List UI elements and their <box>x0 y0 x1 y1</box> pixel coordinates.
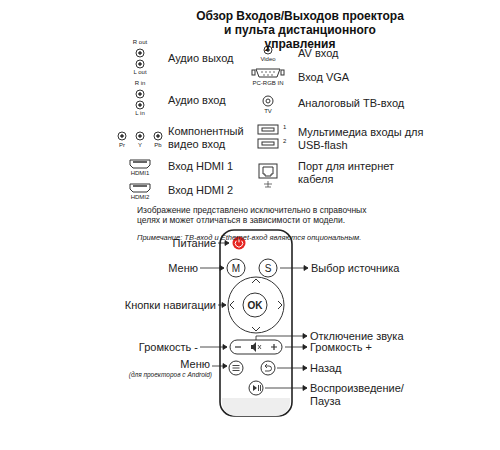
pin-label: L out <box>125 69 155 76</box>
port-label: Вход HDMI 1 <box>168 160 278 173</box>
callout-label: Питание <box>136 237 216 250</box>
callout-label: Назад <box>310 362 410 375</box>
callout-note: (для проекторов с Android) <box>92 371 212 378</box>
remote-button: OK <box>242 292 268 318</box>
note: Изображение представлено исключительно в… <box>137 206 387 226</box>
pin-label: Pb <box>150 142 166 149</box>
pin-label: Pr <box>114 142 130 149</box>
pin-label: PC-RGB IN <box>248 80 288 87</box>
port-label: Мультимедиа входы для USB-flash <box>298 126 428 151</box>
callout-label: Выбор источника <box>311 262 461 275</box>
pin-label: 1 <box>283 124 291 131</box>
callout-label: Воспроизведение/ Пауза <box>310 382 405 407</box>
port-label: Аналоговый ТВ-вход <box>298 97 458 110</box>
button-text: M <box>226 258 246 278</box>
remote-button: M <box>226 258 246 278</box>
pin-label: TV <box>253 108 283 115</box>
callout-label: Громкость - <box>108 341 198 354</box>
pin-label: HDMI1 <box>125 170 155 177</box>
port-label: Вход HDMI 2 <box>168 184 278 197</box>
pin-label: Video <box>253 56 283 63</box>
port-label: Компонентный видео вход <box>168 125 250 150</box>
callout-label: Громкость + <box>310 341 460 354</box>
pin-label: HDMI2 <box>125 194 155 201</box>
callout-label: Меню <box>150 358 210 371</box>
pin-label: L in <box>125 110 155 117</box>
button-text: OK <box>242 292 268 318</box>
port-label: Вход VGA <box>298 71 458 84</box>
port-label: Порт для интернет кабеля <box>298 160 410 185</box>
remote-button: S <box>258 258 278 278</box>
pin-label: R in <box>125 80 155 87</box>
callout-label: Кнопки навигации <box>96 299 216 312</box>
port-label: Аудио вход <box>168 94 278 107</box>
button-text: S <box>258 258 278 278</box>
pin-label: Y <box>132 142 148 149</box>
title: Обзор Входов/Выходов проектора и пульта … <box>195 10 405 51</box>
port-label: AV вход <box>298 47 458 60</box>
callout-label: Меню <box>138 262 198 275</box>
callout-label: Отключение звука <box>310 330 460 343</box>
pin-label: R out <box>125 39 155 46</box>
pin-label: 2 <box>283 138 291 145</box>
